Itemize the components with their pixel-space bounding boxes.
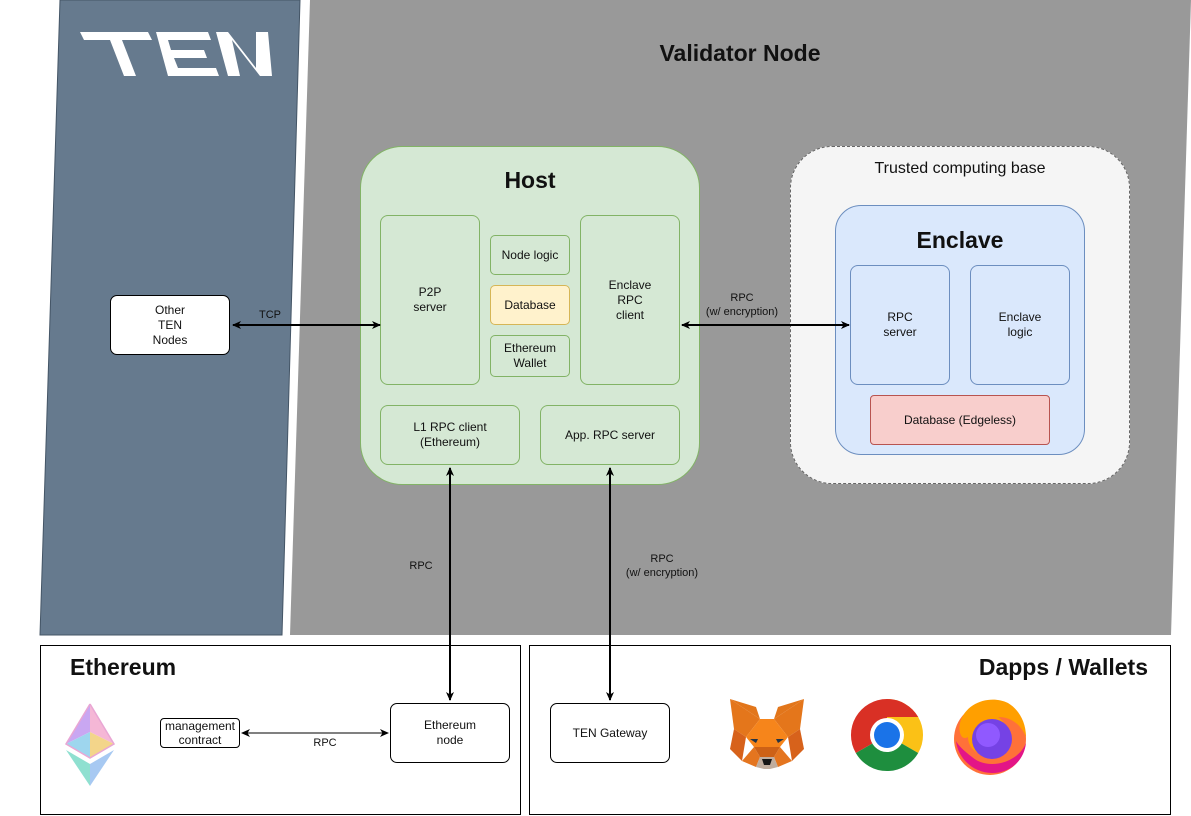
ethereum-logo-icon — [64, 703, 116, 786]
ten-gateway: TEN Gateway — [550, 703, 670, 763]
other-ten-nodes: Other TEN Nodes — [110, 295, 230, 355]
l1-rpc-client: L1 RPC client (Ethereum) — [380, 405, 520, 465]
host-title: Host — [504, 167, 556, 193]
enclave-rpc-server: RPC server — [850, 265, 950, 385]
ten-logo-icon — [80, 32, 272, 76]
node-logic: Node logic — [490, 235, 570, 275]
enclave-logic: Enclave logic — [970, 265, 1070, 385]
host-database: Database — [490, 285, 570, 325]
enclave-rpc-label: RPC (w/ encryption) — [705, 292, 779, 318]
gateway-rpc-label: RPC (w/ encryption) — [625, 553, 699, 579]
dapps-wallets-title: Dapps / Wallets — [978, 654, 1148, 680]
ethereum-wallet: Ethereum Wallet — [490, 335, 570, 377]
app-rpc-server: App. RPC server — [540, 405, 680, 465]
edgeless-database: Database (Edgeless) — [870, 395, 1050, 445]
ethereum-panel-title: Ethereum — [70, 654, 177, 680]
validator-node-title: Validator Node — [659, 40, 821, 66]
management-contract: management contract — [160, 718, 240, 748]
firefox-icon — [954, 699, 1026, 775]
ethereum-node: Ethereum node — [390, 703, 510, 763]
tcb-title: Trusted computing base — [874, 160, 1046, 177]
chrome-icon — [850, 699, 924, 772]
enclave-rpc-client: Enclave RPC client — [580, 215, 680, 385]
tcp-label: TCP — [259, 309, 281, 321]
p2p-server: P2P server — [380, 215, 480, 385]
enclave-title: Enclave — [916, 227, 1004, 253]
metamask-fox-icon — [730, 699, 804, 769]
l1-rpc-label: RPC — [409, 560, 433, 572]
contract-rpc-label: RPC — [313, 737, 337, 749]
